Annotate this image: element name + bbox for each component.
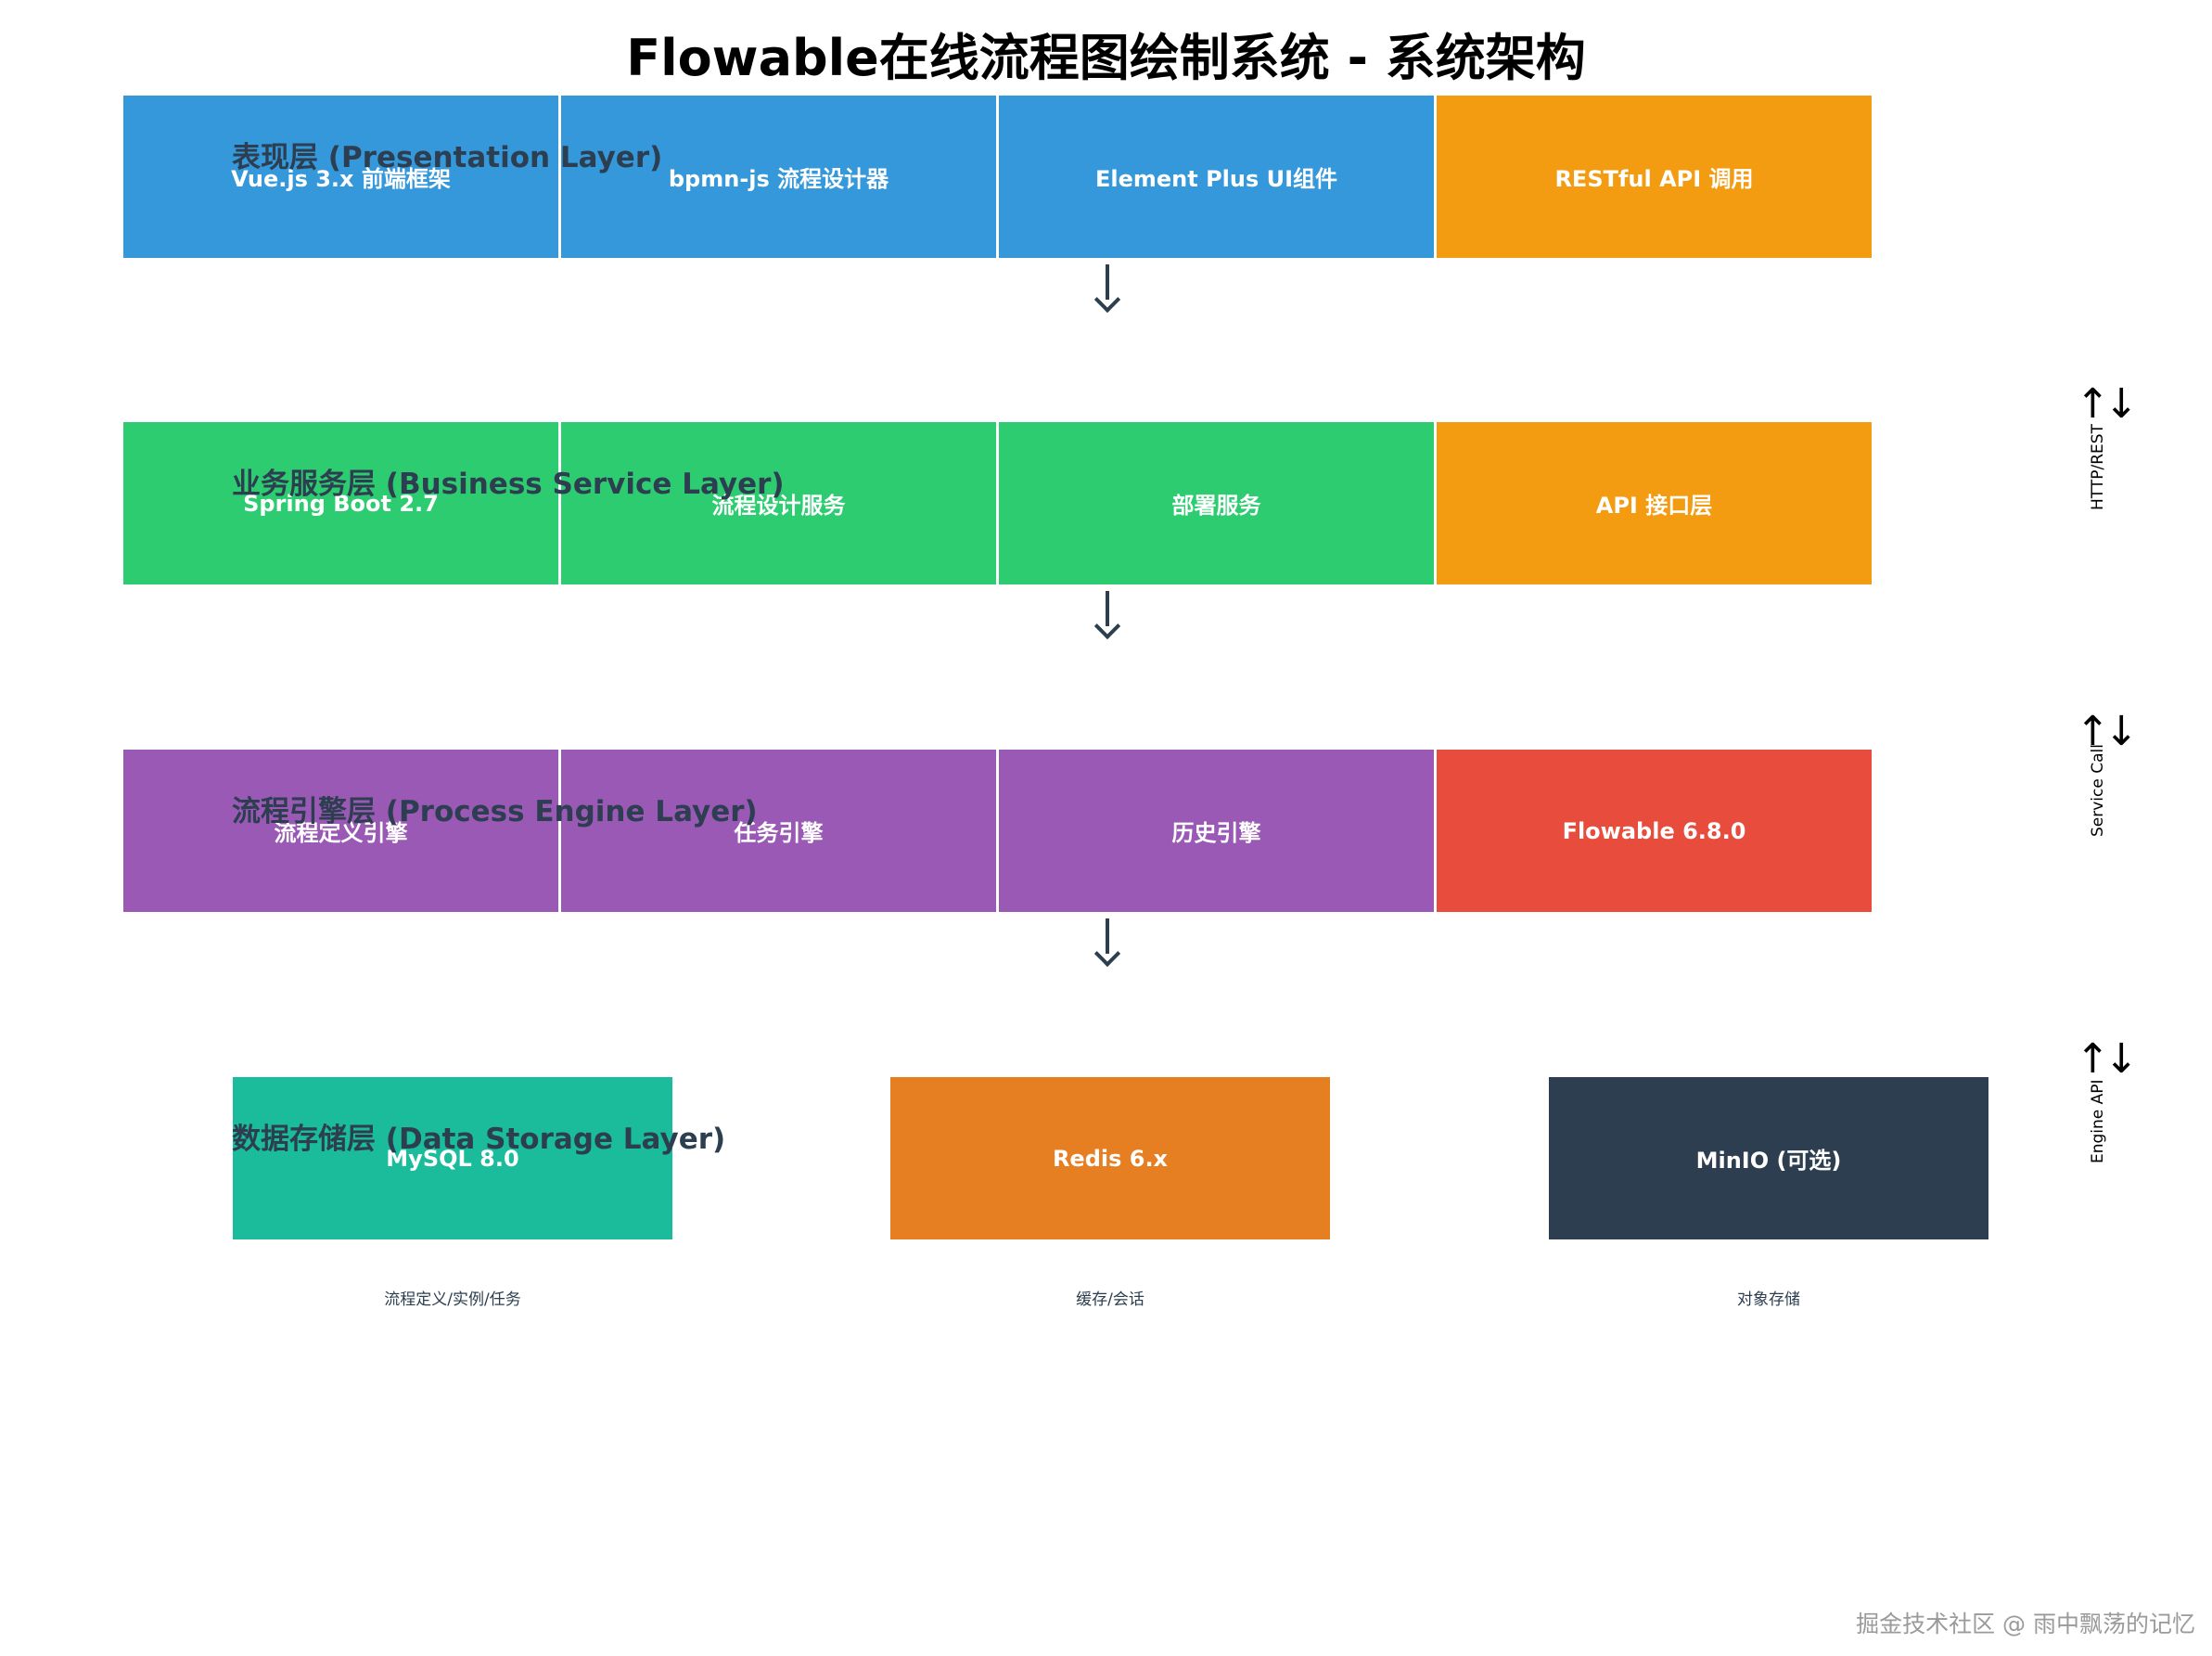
box-element-plus: Element Plus UI组件 (999, 96, 1434, 258)
bidirectional-arrow-icon: ↑↓ (2076, 1035, 2139, 1083)
box-task-engine: 任务引擎 (561, 750, 996, 912)
watermark: 掘金技术社区 @ 雨中飘荡的记忆 (1856, 1611, 2195, 1637)
layer-label-engine: 流程引擎层 (Process Engine Layer) (232, 795, 758, 828)
box-restful-api: RESTful API 调用 (1437, 96, 1872, 258)
box-minio: MinIO (可选) (1549, 1077, 1988, 1239)
box-process-design-service: 流程设计服务 (561, 422, 996, 584)
note-redis: 缓存/会话 (1076, 1290, 1144, 1309)
connection-label-service: Service Call (2089, 744, 2107, 837)
layer-label-presentation: 表现层 (Presentation Layer) (232, 141, 663, 174)
connection-label-http: HTTP/REST (2089, 424, 2107, 510)
box-redis: Redis 6.x (890, 1077, 1330, 1239)
layer-label-storage: 数据存储层 (Data Storage Layer) (232, 1123, 726, 1156)
diagram-title: Flowable在线流程图绘制系统 - 系统架构 (626, 29, 1586, 87)
box-bpmn-js: bpmn-js 流程设计器 (561, 96, 996, 258)
layer-label-business: 业务服务层 (Business Service Layer) (232, 468, 785, 501)
box-definition-engine: 流程定义引擎 (123, 750, 558, 912)
box-spring-boot: Spring Boot 2.7 (123, 422, 558, 584)
bidirectional-arrow-icon: ↑↓ (2076, 380, 2139, 428)
box-history-engine: 历史引擎 (999, 750, 1434, 912)
box-deploy-service: 部署服务 (999, 422, 1434, 584)
box-flowable: Flowable 6.8.0 (1437, 750, 1872, 912)
note-minio: 对象存储 (1737, 1290, 1800, 1309)
box-api-layer: API 接口层 (1437, 422, 1872, 584)
box-vuejs: Vue.js 3.x 前端框架 (123, 96, 558, 258)
note-mysql: 流程定义/实例/任务 (384, 1290, 521, 1309)
connection-label-engine-api: Engine API (2089, 1079, 2107, 1163)
box-mysql: MySQL 8.0 (233, 1077, 672, 1239)
bidirectional-arrow-icon: ↑↓ (2076, 708, 2139, 755)
